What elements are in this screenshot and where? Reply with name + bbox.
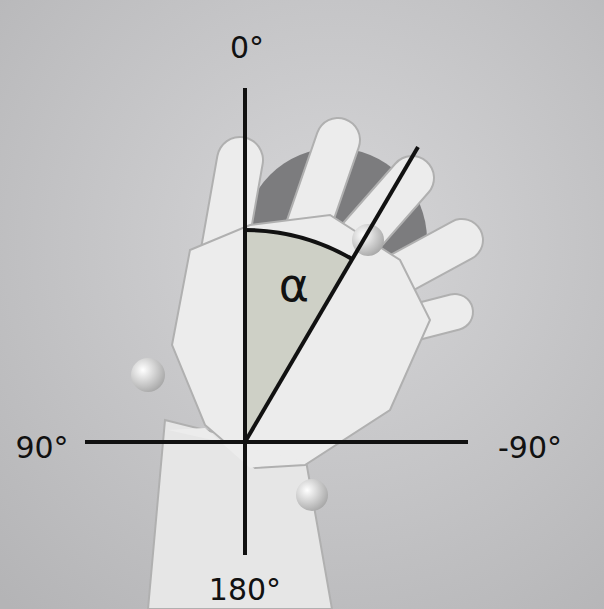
angle-label: 90° bbox=[15, 433, 68, 463]
vertical-axis bbox=[243, 88, 247, 555]
marker-ball bbox=[131, 358, 165, 392]
palm bbox=[172, 215, 430, 468]
angle-line bbox=[245, 147, 418, 442]
angle-arc bbox=[245, 230, 352, 259]
angle-symbol: α bbox=[279, 262, 309, 308]
angle-sector bbox=[245, 230, 352, 442]
marker-ball bbox=[296, 479, 328, 511]
angle-label: -90° bbox=[498, 433, 562, 463]
horizontal-axis bbox=[85, 440, 468, 444]
angle-label: 0° bbox=[230, 33, 264, 63]
angle-label: 180° bbox=[209, 575, 281, 605]
wrist-joint bbox=[168, 428, 300, 468]
